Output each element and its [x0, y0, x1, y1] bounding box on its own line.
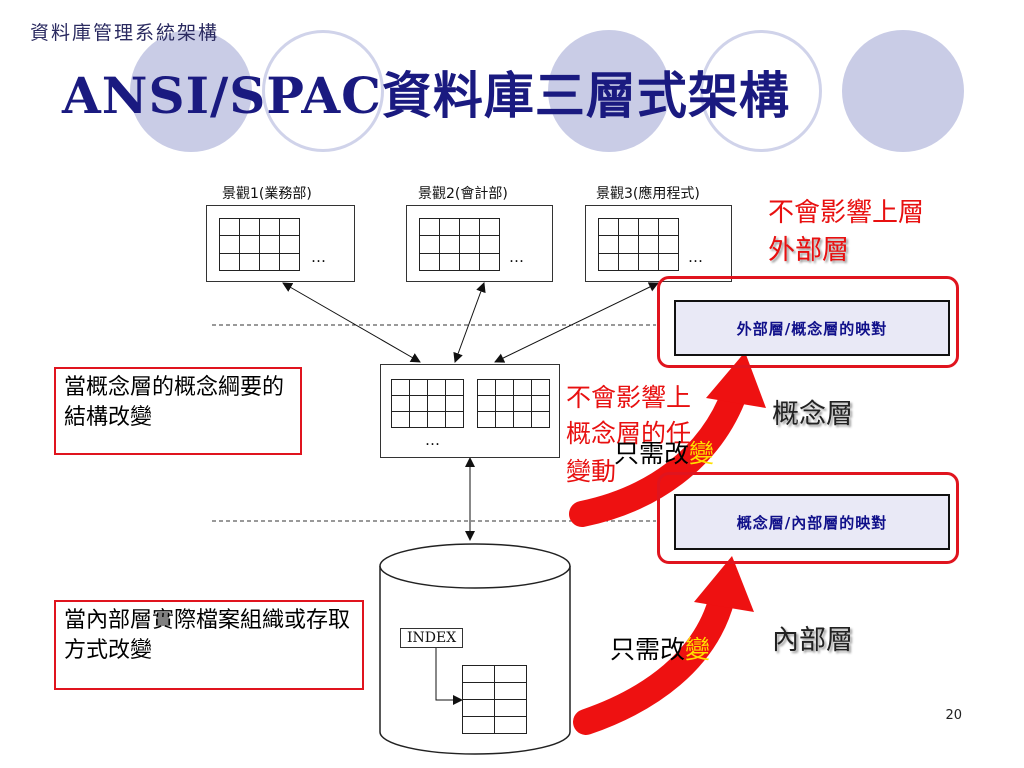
- header-label: 資料庫管理系統架構: [30, 22, 220, 44]
- conceptual-no-effect-line3: 變動: [566, 457, 617, 486]
- decor-circle: [700, 30, 822, 152]
- table-icon: [419, 218, 500, 271]
- only-change-upper: 只需改變: [614, 434, 714, 470]
- internal-layer-label: 內部層: [772, 625, 853, 656]
- index-table-icon: [462, 665, 527, 734]
- ellipsis: …: [425, 431, 441, 449]
- view-label-1: 景觀1(業務部): [222, 186, 312, 202]
- table-icon: [219, 218, 300, 271]
- external-layer-label: 外部層: [768, 235, 849, 266]
- slide-title: ANSI/SPAC資料庫三層式架構: [62, 66, 790, 125]
- only-change-text: 只需改: [610, 635, 686, 664]
- view-box-1: …: [206, 205, 355, 282]
- page-number: 20: [945, 708, 962, 723]
- link-view3: [494, 282, 659, 363]
- internal-mapping-frame: [657, 472, 959, 564]
- internal-change-note: 當內部層實際檔案組織或存取方式改變: [54, 600, 364, 690]
- index-label: INDEX: [400, 628, 464, 648]
- table-icon: [391, 379, 464, 428]
- external-mapping-frame: [657, 276, 959, 368]
- conceptual-layer-label: 概念層: [772, 399, 853, 430]
- only-change-highlight: 變: [689, 439, 715, 468]
- conceptual-no-effect-line1: 不會影響上: [566, 383, 692, 412]
- conceptual-internal-mapping: 概念層/內部層的映對: [674, 494, 950, 550]
- link-view1: [282, 282, 421, 363]
- ellipsis: …: [688, 248, 704, 266]
- conceptual-no-effect-line2: 概念層的任: [566, 419, 692, 448]
- external-conceptual-mapping: 外部層/概念層的映對: [674, 300, 950, 356]
- index-connector: [435, 646, 463, 705]
- decor-circle: [842, 30, 964, 152]
- red-arrow-lower: [573, 556, 754, 735]
- view-label-2: 景觀2(會計部): [418, 186, 508, 202]
- ellipsis: …: [311, 248, 327, 266]
- decor-circle: [130, 30, 252, 152]
- conceptual-schema-box: …: [380, 364, 560, 458]
- ellipsis: …: [509, 248, 525, 266]
- only-change-text: 只需改: [614, 439, 690, 468]
- table-icon: [477, 379, 550, 428]
- link-view2: [453, 282, 486, 363]
- only-change-highlight: 變: [685, 635, 711, 664]
- table-icon: [598, 218, 679, 271]
- conceptual-change-note: 當概念層的概念綱要的結構改變: [54, 367, 302, 455]
- view-box-3: …: [585, 205, 732, 282]
- view-label-3: 景觀3(應用程式): [596, 186, 700, 202]
- decor-circle: [262, 30, 384, 152]
- upper-no-effect-annotation: 不會影響上層: [768, 198, 925, 228]
- view-box-2: …: [406, 205, 553, 282]
- database-cylinder: [379, 543, 571, 755]
- only-change-lower: 只需改變: [610, 630, 710, 666]
- decor-circle: [548, 30, 670, 152]
